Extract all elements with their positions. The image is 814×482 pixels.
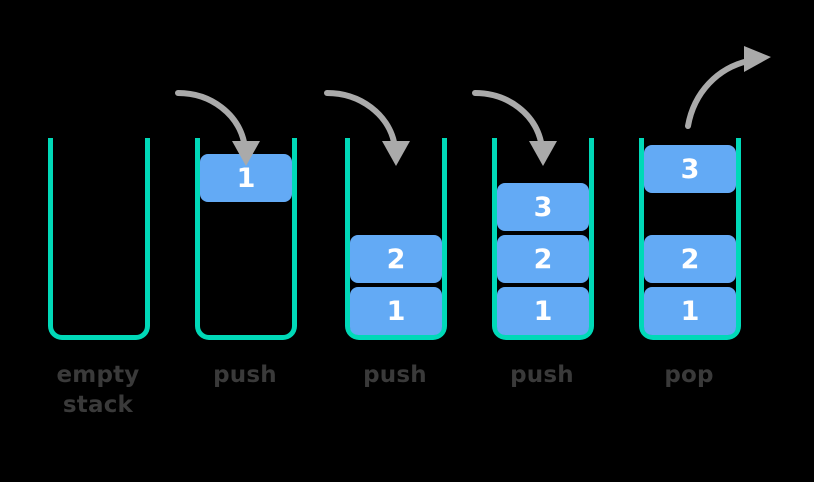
stack-cell: 1 (644, 287, 736, 335)
stack-label-line-1: push (363, 362, 427, 388)
stack-column-push-3: 3 2 1 push (444, 0, 594, 482)
stack-cell: 2 (350, 235, 442, 283)
stack-label-line-1: push (510, 362, 574, 388)
stack-cells-group: 2 1 (350, 138, 442, 335)
stack-label-empty-stack: empty stack (0, 360, 196, 420)
stack-cell: 3 (497, 183, 589, 231)
stack-label-pop: pop (591, 360, 787, 390)
stack-container (48, 138, 150, 340)
stack-container (345, 138, 447, 340)
stack-cells-group (53, 138, 145, 335)
stack-label-push: push (297, 360, 493, 390)
stack-cell: 1 (350, 287, 442, 335)
stack-label-line-1: pop (664, 362, 714, 388)
stack-label-push: push (444, 360, 640, 390)
stack-column-empty-stack: empty stack (0, 0, 150, 482)
stack-label-line-1: push (213, 362, 277, 388)
stack-cell: 2 (644, 235, 736, 283)
stack-cell: 1 (200, 154, 292, 202)
stack-label-line-2: stack (62, 392, 134, 418)
stack-column-push-2: 2 1 push (297, 0, 447, 482)
stack-container (195, 138, 297, 340)
stack-cells-group: 3 2 1 (644, 138, 736, 335)
stack-cells-group: 3 2 1 (497, 138, 589, 335)
stack-cells-group: 1 (200, 138, 292, 335)
stack-label-line-1: empty (56, 362, 140, 388)
stack-container (492, 138, 594, 340)
stack-column-pop: 3 2 1 pop (591, 0, 741, 482)
stack-cell-popped: 3 (644, 145, 736, 193)
stack-cell: 2 (497, 235, 589, 283)
stack-cell: 1 (497, 287, 589, 335)
stack-label-push: push (147, 360, 343, 390)
stack-container (639, 138, 741, 340)
stack-column-push-1: 1 push (147, 0, 297, 482)
